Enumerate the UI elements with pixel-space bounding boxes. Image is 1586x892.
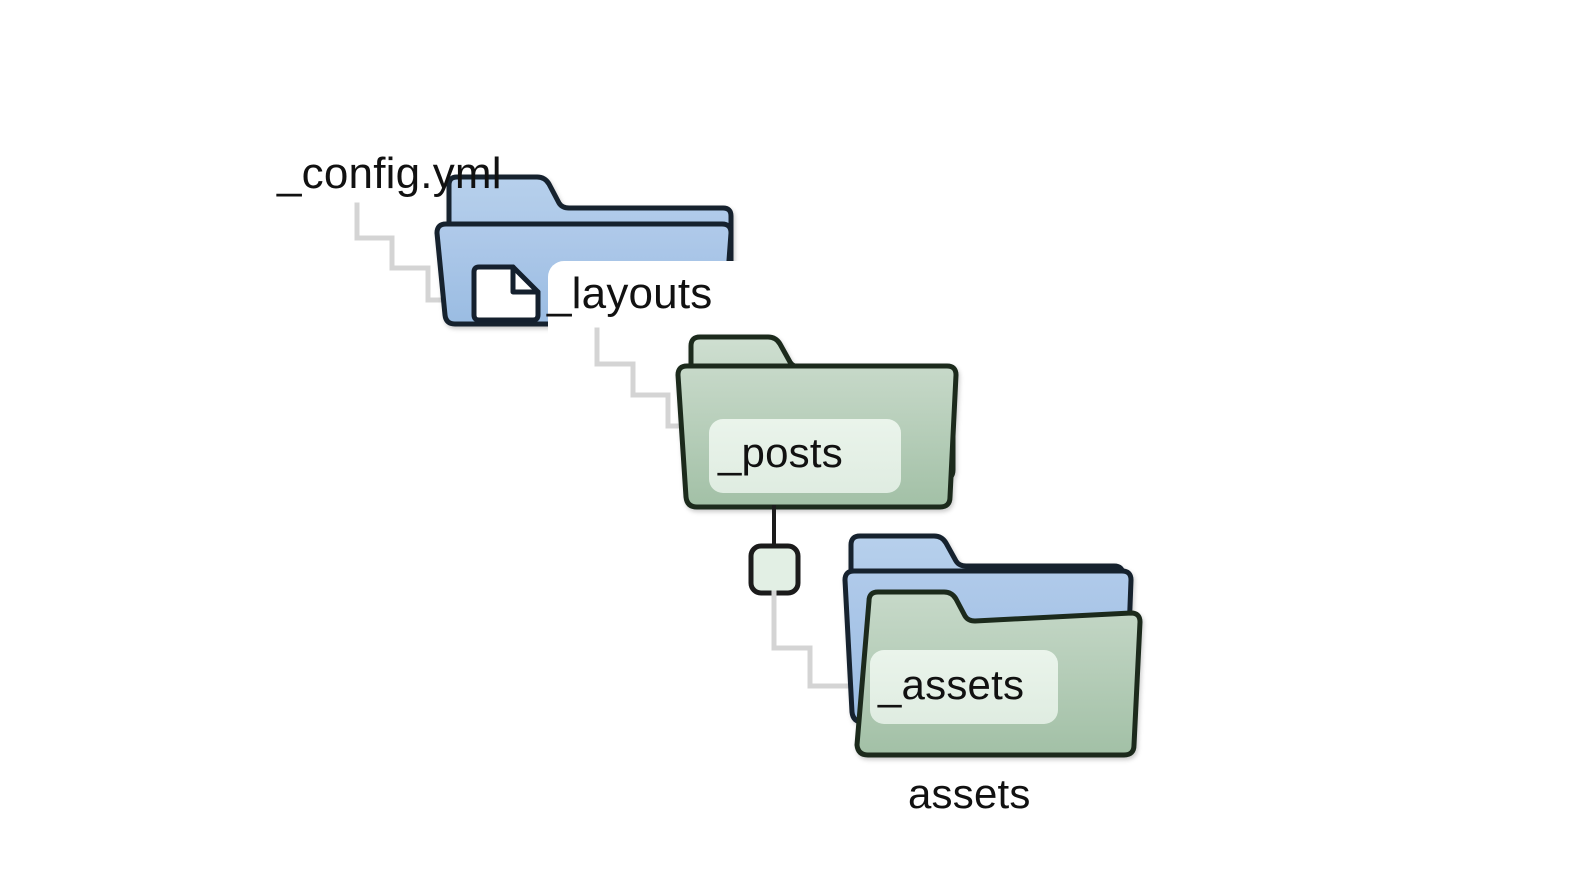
node-caption-assets: assets: [908, 770, 1031, 817]
node-label-config-yml: _config.yml: [277, 149, 502, 198]
edge-config-to-layouts: [354, 202, 523, 303]
node-label-layouts: _layouts: [547, 269, 713, 318]
layouts-caption-backdrop: [548, 261, 798, 347]
node-label-assets: _assets: [878, 661, 1025, 708]
edge-junction-to-assets: [771, 590, 865, 689]
folder-label-box: [709, 419, 901, 493]
edge-layouts-to-posts: [594, 327, 693, 429]
folder-posts[interactable]: [675, 334, 959, 510]
folder-label-box: [870, 650, 1058, 724]
folder-assets[interactable]: [842, 533, 1143, 758]
file-icon: [471, 264, 541, 323]
junction-node[interactable]: [748, 505, 801, 596]
node-label-posts: _posts: [718, 429, 843, 476]
